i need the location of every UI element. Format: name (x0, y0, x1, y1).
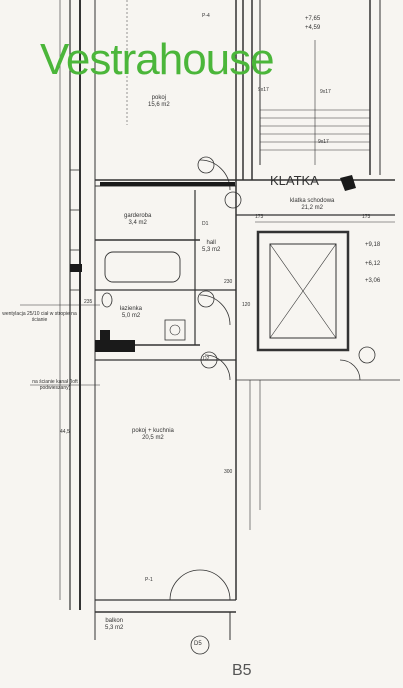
level-mark: +4,59 (305, 25, 321, 31)
dim-label: 120 (242, 302, 251, 308)
label-p4: P-4 (202, 13, 210, 19)
klatka-label: KLATKA (270, 173, 319, 188)
block-label: B5 (232, 662, 252, 679)
door-d1: D1 (202, 221, 209, 227)
dim-label: 173 (362, 214, 371, 220)
dim-label: 9x17 (318, 139, 329, 145)
toilet (101, 292, 113, 308)
stairs (260, 40, 370, 165)
level-mark: +9,18 (365, 242, 381, 248)
dim-label: 9x17 (258, 87, 269, 93)
bathtub (104, 251, 181, 283)
brand-logo: Vestrahouse (40, 35, 275, 84)
level-mark: +6,12 (365, 261, 381, 267)
elevator-shaft (256, 230, 350, 352)
kanal-note: na ścianie kanał (loft podwieszany) (32, 379, 78, 391)
door-d5: D5 (194, 641, 202, 647)
label-p1: P-1 (145, 577, 153, 583)
level-mark: +3,06 (365, 278, 381, 284)
dim-label: 9x17 (320, 89, 331, 95)
dim-label: 300 (224, 469, 233, 475)
dim-label: 44,5 (60, 429, 70, 435)
ventilation-note: wentylacja 25/10 ciał w stropie na ścian… (2, 311, 77, 323)
dim-label: 235 (84, 299, 93, 305)
sink (164, 319, 186, 341)
dim-label: 230 (224, 279, 233, 285)
stair-marker (340, 175, 356, 191)
door-d2: D2 (203, 356, 210, 362)
level-mark: +7,65 (305, 16, 321, 22)
dim-label: 173 (255, 214, 264, 220)
